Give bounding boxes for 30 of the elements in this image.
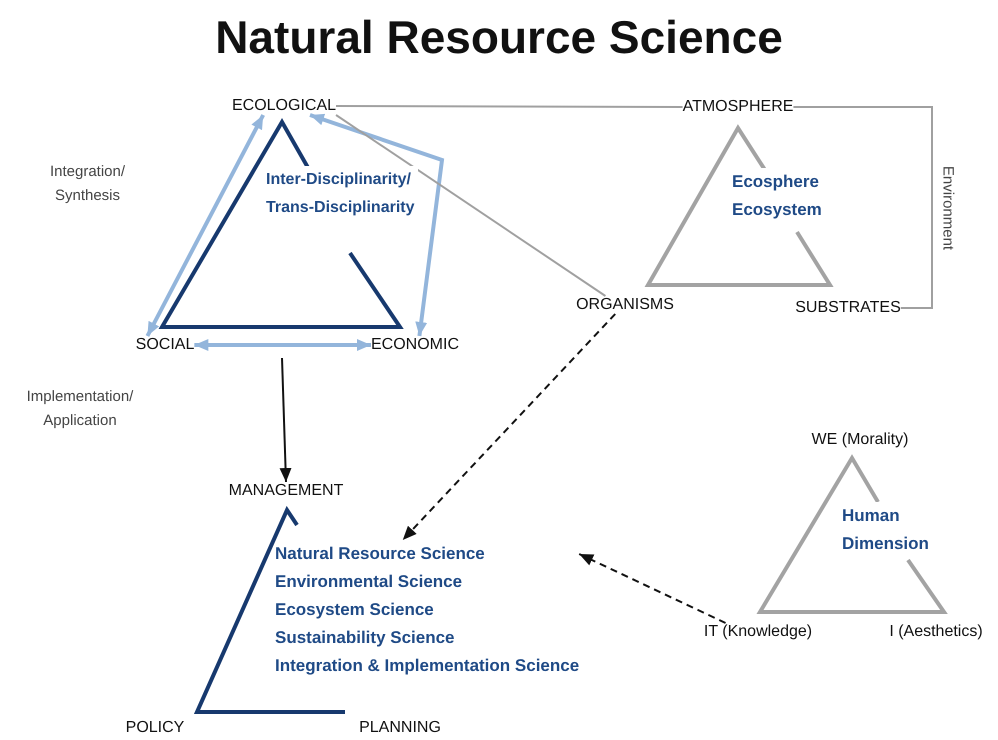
vertex-label: POLICY <box>126 719 184 737</box>
side-note: Implementation/ Application <box>26 387 134 431</box>
vertex-label: WE (Morality) <box>812 431 908 449</box>
arrow <box>280 358 292 482</box>
science-name: Environmental Science <box>275 571 464 593</box>
dashed-arrow <box>578 553 726 624</box>
connector-line <box>793 106 933 309</box>
vertex-label: SUBSTRATES <box>795 299 901 317</box>
double-arrow <box>194 339 371 351</box>
vertex-label: I (Aesthetics) <box>889 623 983 641</box>
double-arrow <box>146 114 265 337</box>
vertex-label: SOCIAL <box>136 336 194 354</box>
side-note: Integration/ Synthesis <box>48 162 126 206</box>
dashed-arrow <box>402 313 616 541</box>
vertex-label: MANAGEMENT <box>228 482 344 500</box>
vertex-label: ECONOMIC <box>371 336 459 354</box>
double-arrow <box>309 113 444 336</box>
science-name: Natural Resource Science <box>275 543 486 565</box>
edge-label: Environment <box>940 166 956 250</box>
science-name: Sustainability Science <box>275 627 456 649</box>
vertex-label: PLANNING <box>359 719 441 737</box>
connector-line <box>336 105 683 108</box>
title: Natural Resource Science <box>214 10 784 64</box>
vertex-label: ATMOSPHERE <box>682 98 794 116</box>
vertex-label: IT (Knowledge) <box>704 623 812 641</box>
science-name: Ecosystem Science <box>275 599 435 621</box>
connector-line <box>335 114 606 297</box>
vertex-label: ECOLOGICAL <box>232 97 336 115</box>
vertex-label: ORGANISMS <box>576 296 674 314</box>
science-name: Integration & Implementation Science <box>275 655 580 677</box>
